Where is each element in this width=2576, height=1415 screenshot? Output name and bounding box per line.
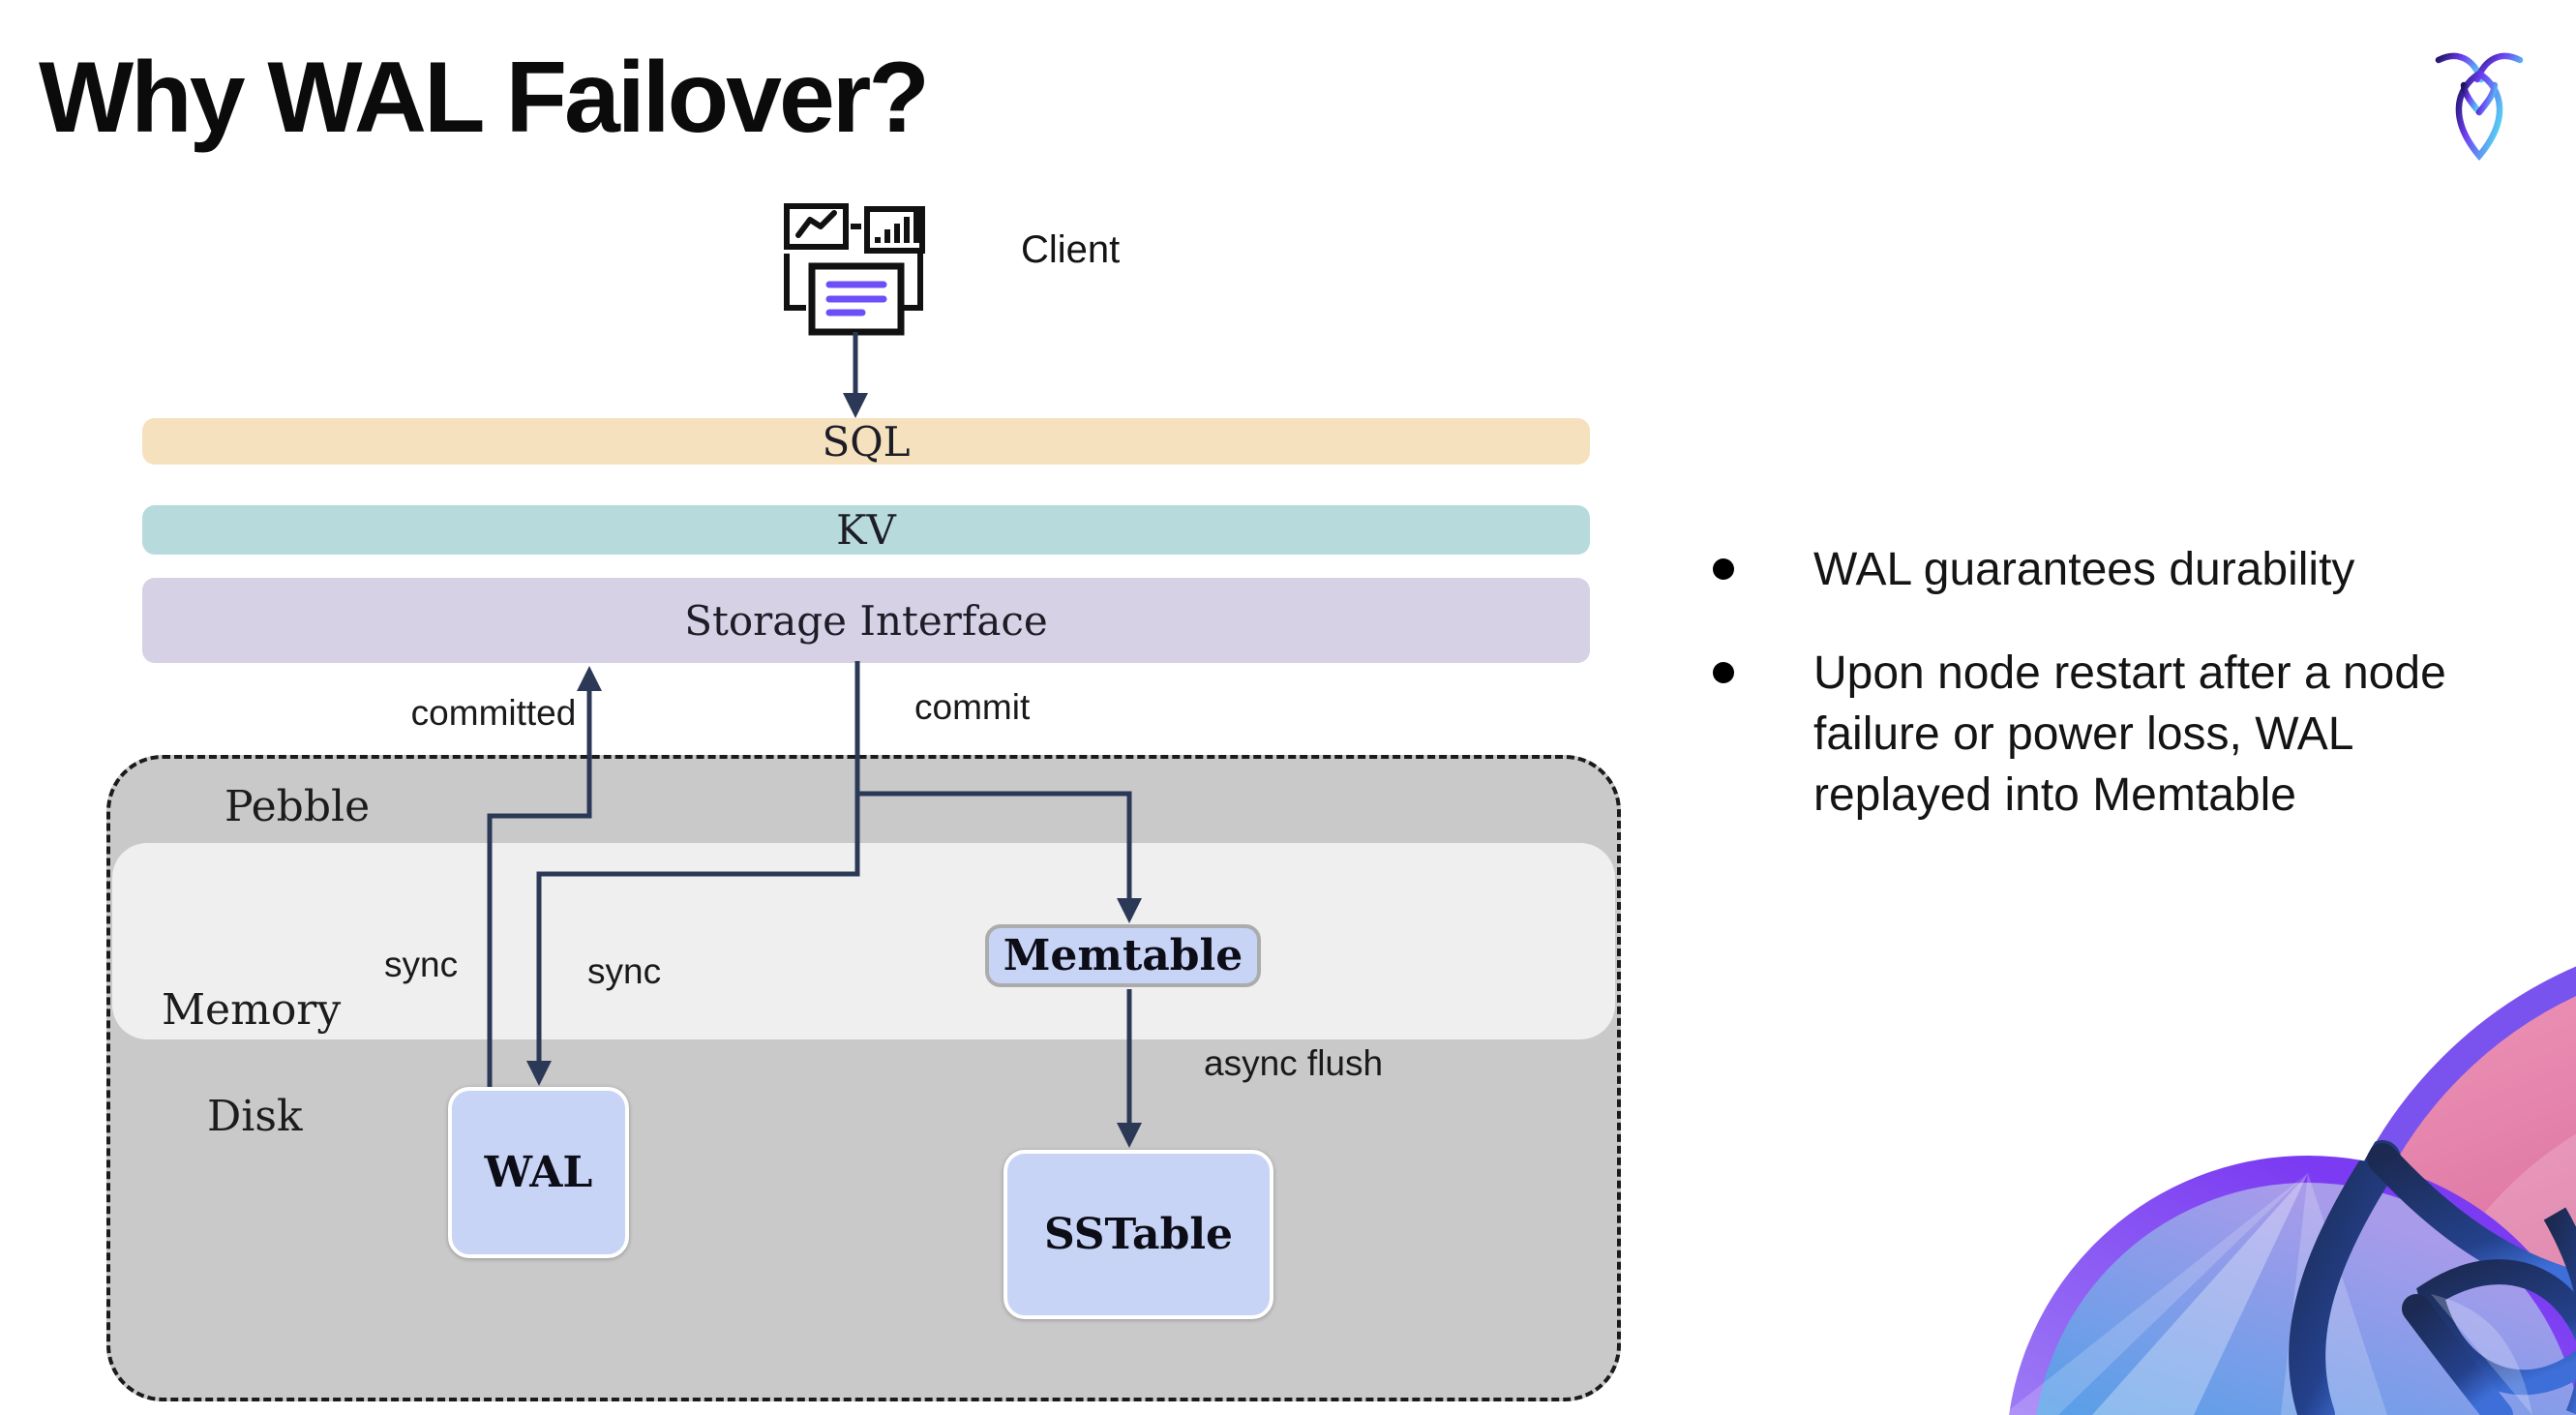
layer-sql: SQL [142, 418, 1590, 466]
commit-label: commit [914, 687, 1031, 727]
dash-connector [851, 224, 861, 229]
async-flush-label: async flush [1204, 1043, 1384, 1083]
arrowhead-committed [577, 666, 602, 691]
bullet-list: WAL guarantees durability Upon node rest… [1674, 539, 2549, 868]
bullet-text: Upon node restart after a node failure o… [1813, 647, 2446, 821]
bracket-left-icon [784, 254, 806, 311]
bullet-item: WAL guarantees durability [1674, 539, 2458, 600]
bullet-text: WAL guarantees durability [1813, 544, 2355, 595]
client-label: Client [1021, 228, 1121, 271]
bracket-right-icon [901, 254, 923, 311]
bar-chart-icon [864, 206, 925, 254]
line-chart-icon [784, 203, 849, 250]
cockroach-logo-icon [2435, 52, 2524, 162]
sync-right-label: sync [587, 951, 662, 991]
layer-kv: KV [142, 505, 1590, 555]
roach-curve [2289, 1140, 2401, 1415]
client-icon [784, 203, 925, 336]
sync-left-label: sync [384, 945, 459, 984]
sstable-box: SSTable [1003, 1150, 1273, 1319]
pebble-label: Pebble [225, 782, 371, 831]
page-title: Why WAL Failover? [39, 42, 930, 154]
disk-label: Disk [207, 1092, 303, 1141]
layer-storage-interface: Storage Interface [142, 578, 1590, 663]
memtable-box: Memtable [985, 924, 1261, 987]
wal-box: WAL [448, 1087, 629, 1258]
committed-label: committed [410, 693, 577, 733]
nebula-artwork [2006, 966, 2576, 1415]
document-text-lines [825, 281, 887, 316]
arrowhead-sql [843, 393, 868, 418]
memory-label: Memory [162, 985, 342, 1035]
bullet-item: Upon node restart after a node failure o… [1674, 643, 2458, 826]
